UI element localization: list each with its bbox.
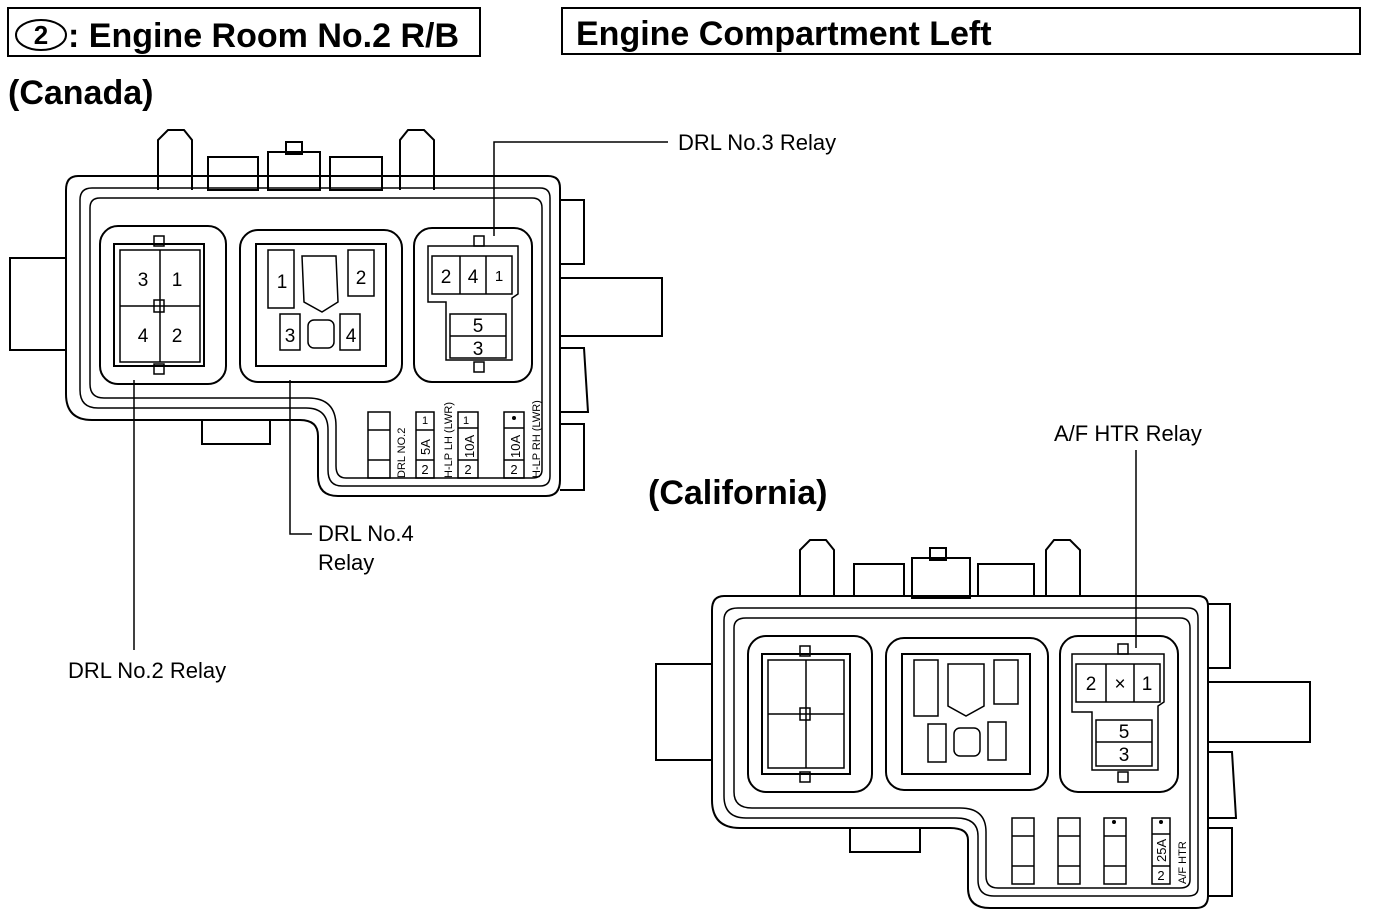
fuse-hlp-lh-amp: 10A xyxy=(462,435,477,458)
canada-drl4-pin-2: 2 xyxy=(356,268,367,289)
label-drl3-relay: DRL No.3 Relay xyxy=(678,130,836,155)
canada-drl2-pin-3: 3 xyxy=(138,270,149,291)
label-drl4-relay-line1: DRL No.4 xyxy=(318,521,414,546)
california-fuse-box xyxy=(655,539,1311,909)
fuse-af-htr-bottom: 2 xyxy=(1157,868,1164,883)
header-location-frame xyxy=(561,7,1361,55)
canada-drl3-relay: 2 4 1 5 3 xyxy=(413,227,533,383)
fuse-drl2-top: 1 xyxy=(422,415,428,427)
fuse-drl2-bottom: 2 xyxy=(421,462,428,477)
label-drl2-relay: DRL No.2 Relay xyxy=(68,658,226,683)
af-htr-pin-1: 1 xyxy=(1142,674,1153,695)
circle-number-badge xyxy=(15,19,67,51)
california-title: (California) xyxy=(648,474,827,512)
af-htr-pin-x: × xyxy=(1114,674,1125,695)
fuse-hlp-rh-name: H-LP RH (LWR) xyxy=(531,400,543,478)
label-drl4-relay-line2: Relay xyxy=(318,550,374,575)
canada-drl2-pin-4: 4 xyxy=(138,326,149,347)
california-middle-relay xyxy=(885,637,1049,791)
canada-drl2-pin-1: 1 xyxy=(172,270,183,291)
af-htr-pin-2: 2 xyxy=(1086,674,1097,695)
canada-drl4-pin-1: 1 xyxy=(277,272,288,293)
fuse-hlp-lh-bottom: 2 xyxy=(464,462,471,477)
fuse-drl2-name: DRL NO.2 xyxy=(396,428,408,478)
canada-callouts: DRL No.3 Relay DRL No.4 Relay DRL No.2 R… xyxy=(68,130,836,683)
header: 2 : Engine Room No.2 R/B Engine Compartm… xyxy=(7,7,1361,57)
canada-drl3-pin-1: 1 xyxy=(495,268,503,285)
canada-drl2-relay: 3 1 4 2 xyxy=(99,225,227,385)
canada-drl3-pin-4: 4 xyxy=(468,267,479,288)
fuse-hlp-rh-bottom: 2 xyxy=(510,462,517,477)
af-htr-pin-3: 3 xyxy=(1119,745,1130,766)
header-title-frame xyxy=(7,7,481,57)
fuse-af-htr-amp: 25A xyxy=(1154,839,1169,862)
canada-drl2-pin-2: 2 xyxy=(172,326,183,347)
canada-drl3-pin-2: 2 xyxy=(441,267,452,288)
canada-drl3-pin-3: 3 xyxy=(473,339,484,360)
canada-drl3-pin-5: 5 xyxy=(473,316,484,337)
page-title: : Engine Room No.2 R/B xyxy=(68,17,459,55)
fuse-drl2-amp: 5A xyxy=(418,439,433,455)
location-title: Engine Compartment Left xyxy=(576,15,992,53)
label-af-htr-relay: A/F HTR Relay xyxy=(1054,421,1202,446)
california-af-htr-relay: 2 × 1 5 3 xyxy=(1059,635,1179,793)
circle-number: 2 xyxy=(34,20,48,50)
af-htr-pin-5: 5 xyxy=(1119,722,1130,743)
fuse-af-htr-name: A/F HTR xyxy=(1177,841,1189,884)
fuse-hlp-lh-top: 1 xyxy=(463,415,469,427)
fuse-hlp-rh-amp: 10A xyxy=(508,435,523,458)
canada-fuse-box xyxy=(9,129,663,497)
canada-title: (Canada) xyxy=(8,74,153,112)
california-left-relay xyxy=(747,635,873,793)
california-fuse-block: 25A 2 A/F HTR xyxy=(1011,817,1189,885)
canada-drl4-pin-4: 4 xyxy=(346,326,357,347)
canada-drl4-relay: 1 2 3 4 xyxy=(239,229,403,383)
canada-fuse-block: DRL NO.2 1 5A 2 H-LP LH (LWR) 1 10A 2 10… xyxy=(367,400,543,479)
fuse-hlp-lh-name: H-LP LH (LWR) xyxy=(443,402,455,478)
canada-drl4-pin-3: 3 xyxy=(285,326,296,347)
